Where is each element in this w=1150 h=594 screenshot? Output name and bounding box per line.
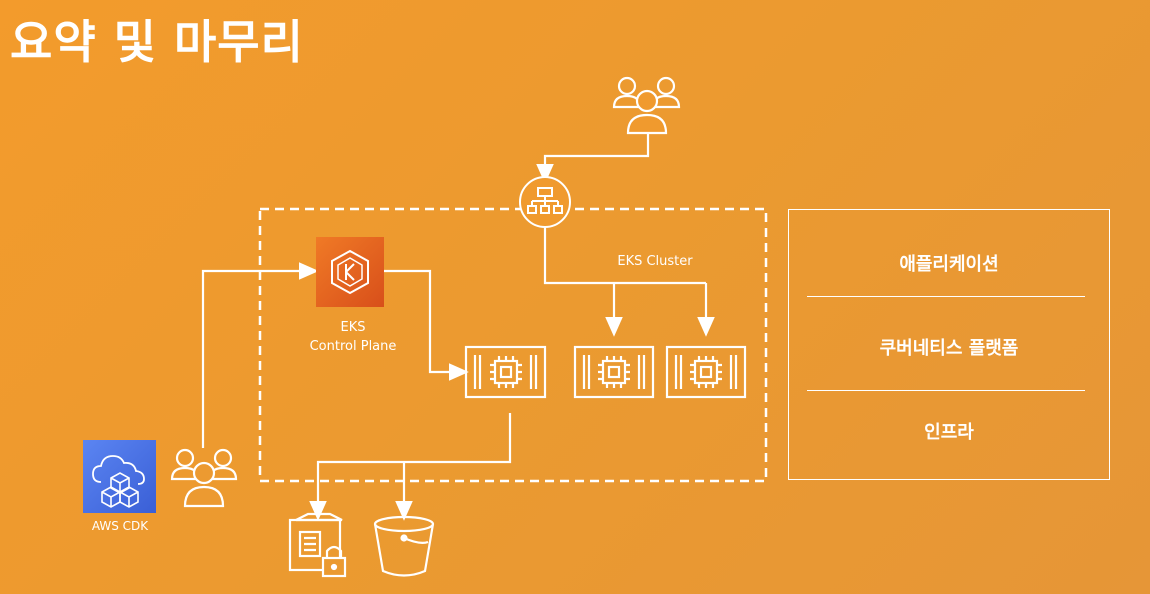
control-plane-label-line2: Control Plane — [309, 339, 397, 354]
ec2-instance-icon — [464, 345, 547, 399]
control-plane-label: EKS Control Plane — [288, 318, 418, 356]
page-title: 요약 및 마무리 — [10, 15, 304, 69]
aws-cdk-label: AWS CDK — [91, 519, 149, 533]
aws-cdk-icon — [83, 440, 156, 513]
control-plane-label-line1: EKS — [340, 320, 366, 335]
connector-node-to-storage — [309, 413, 512, 521]
users-icon — [612, 76, 681, 135]
load-balancer-icon — [519, 176, 571, 228]
s3-bucket-icon — [373, 515, 435, 577]
layer-divider — [807, 390, 1085, 391]
layer-application: 애플리케이션 — [899, 254, 999, 275]
connector-control-plane-to-node — [384, 269, 469, 381]
connector-users-to-lb — [536, 134, 650, 184]
layer-divider — [807, 296, 1085, 297]
encrypted-file-storage-icon — [288, 512, 347, 578]
ec2-instance-icon — [665, 345, 747, 399]
ec2-instance-icon — [573, 345, 655, 399]
connector-users-to-control-plane — [201, 262, 319, 448]
layer-kubernetes-platform: 쿠버네티스 플랫폼 — [879, 338, 1019, 359]
eks-icon — [316, 237, 384, 307]
connector-lb-to-nodes — [543, 227, 706, 285]
layers-panel: 애플리케이션 쿠버네티스 플랫폼 인프라 — [788, 209, 1110, 480]
users-icon — [170, 448, 238, 508]
eks-cluster-label: EKS Cluster — [617, 254, 693, 269]
layer-infrastructure: 인프라 — [924, 422, 974, 443]
